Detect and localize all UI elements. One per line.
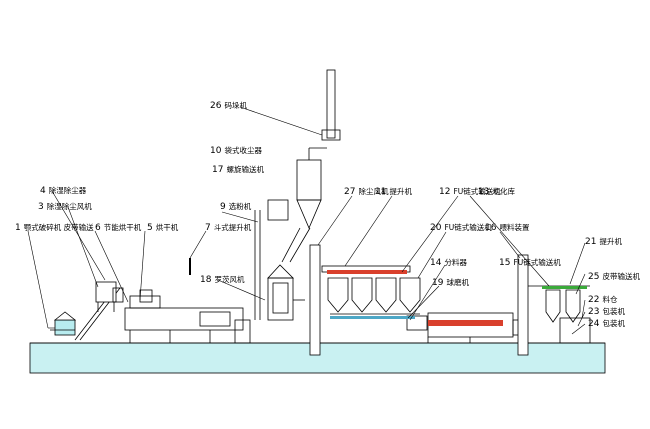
elevator-21 [517,254,529,356]
chimney [326,69,336,139]
rotary-dryer [124,307,244,331]
elevator-11 [309,244,321,356]
vertical-mill [267,277,294,321]
dust-collector [95,281,117,303]
packing-machine [559,317,591,344]
finished-bin-1 [545,289,561,323]
jaw-crusher [54,319,76,336]
homogenizing-silos [327,277,421,315]
finished-bin-2 [565,289,581,323]
bag-filter [296,159,322,201]
